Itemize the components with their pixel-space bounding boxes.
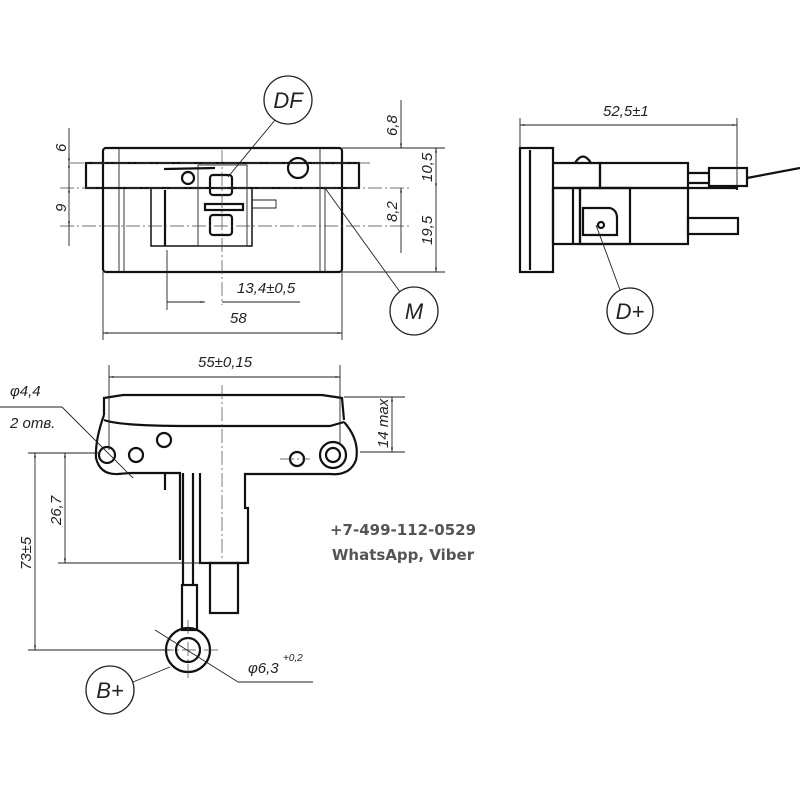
contact-messengers: WhatsApp, Viber	[332, 546, 475, 564]
callout-d-plus: D+	[606, 287, 654, 335]
callout-df: DF	[263, 75, 313, 125]
dim-ring-tol: +0,2	[283, 653, 303, 664]
svg-text:D+: D+	[616, 299, 645, 324]
dim-26-7: 26,7	[48, 495, 65, 526]
dim-length: 52,5±1	[603, 103, 649, 120]
dim-hole-dia: φ4,4	[10, 383, 41, 400]
callout-m: M	[389, 286, 439, 336]
svg-text:DF: DF	[273, 88, 304, 113]
side-view: 52,5±1 D+	[518, 103, 800, 335]
dim-width-58: 58	[230, 310, 247, 327]
dim-10-5: 10,5	[419, 152, 436, 182]
front-view: 58 13,4±0,5 6,8 10,5 8,2 19,5 6 9 DF M	[53, 75, 445, 340]
dim-9: 9	[53, 203, 70, 212]
dim-8-2: 8,2	[384, 200, 401, 222]
dim-19-5: 19,5	[419, 215, 436, 245]
dim-height-max: 14 max	[375, 398, 392, 448]
dim-6-8: 6,8	[384, 114, 401, 136]
dim-hole-count: 2 отв.	[9, 415, 55, 432]
dim-6: 6	[53, 143, 70, 152]
dim-ring-dia: φ6,3	[248, 660, 279, 677]
dim-offset: 13,4±0,5	[237, 280, 296, 297]
bottom-view: 55±0,15 14 max 26,7 73±5 φ4,4 2 отв. φ6,…	[0, 354, 405, 715]
callout-b-plus: B+	[85, 665, 135, 715]
svg-text:M: M	[405, 299, 424, 324]
svg-text:B+: B+	[96, 678, 124, 703]
dim-73: 73±5	[18, 536, 35, 570]
dim-span: 55±0,15	[198, 354, 253, 371]
contact-phone: +7-499-112-0529	[330, 521, 476, 539]
